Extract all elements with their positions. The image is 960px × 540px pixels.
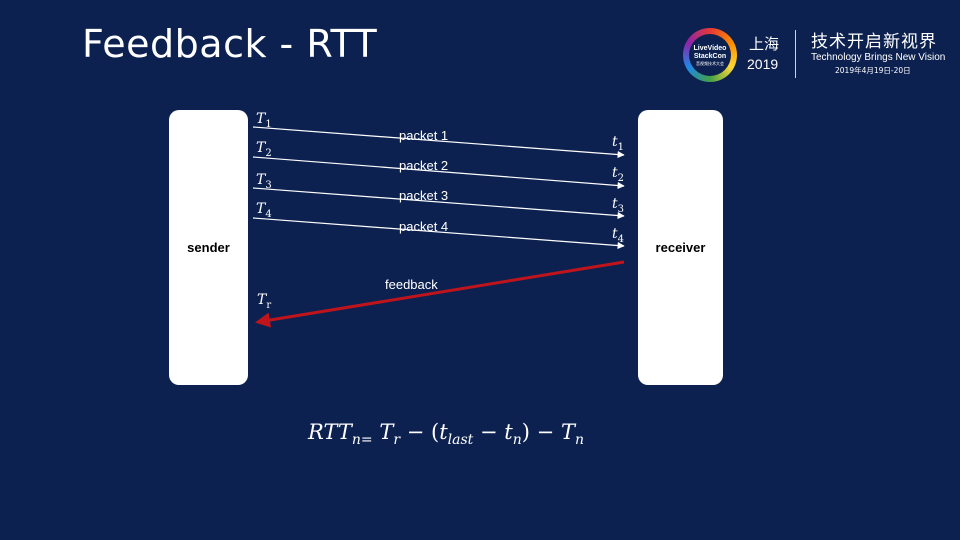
formula-tlast-sub: last bbox=[447, 432, 474, 449]
logo-date: 2019年4月19日-20日 bbox=[835, 66, 911, 75]
packet-3-label: packet 3 bbox=[399, 188, 448, 203]
logo-tagline-en: Technology Brings New Vision bbox=[811, 52, 946, 63]
sender-label: sender bbox=[187, 240, 230, 255]
formula-minus-3: − bbox=[536, 420, 555, 444]
packet-2-send-time: T2 bbox=[256, 140, 272, 159]
formula-tr-sub: r bbox=[393, 432, 401, 449]
feedback-arrow bbox=[255, 260, 625, 328]
logo-divider bbox=[795, 30, 796, 78]
slide-title: Feedback - RTT bbox=[82, 22, 378, 66]
feedback-label: feedback bbox=[385, 277, 438, 292]
packet-3-recv-time: t3 bbox=[612, 196, 624, 215]
packet-4-recv-time: t4 bbox=[612, 226, 624, 245]
logo-tagline-cn: 技术开启新视界 bbox=[811, 32, 937, 52]
packet-4-arrow bbox=[252, 217, 625, 250]
formula-tn: t bbox=[504, 420, 513, 444]
conference-logo: LiveVideo StackCon 音视频技术大会 上海 2019 技术开启新… bbox=[683, 26, 946, 86]
formula-minus-2: − bbox=[480, 420, 498, 444]
logo-ring-line3: 音视频技术大会 bbox=[696, 60, 724, 66]
packet-3-arrow bbox=[252, 187, 625, 220]
feedback-time: Tr bbox=[257, 292, 271, 311]
formula-minus-1: − bbox=[406, 420, 425, 444]
formula-tlast: t bbox=[439, 420, 448, 444]
logo-ring-line2: StackCon bbox=[693, 52, 727, 60]
logo-year: 2019 bbox=[747, 56, 779, 72]
logo-ring-icon: LiveVideo StackCon 音视频技术大会 bbox=[683, 28, 737, 82]
formula-Tn: T bbox=[560, 420, 575, 444]
formula-tn-sub: n bbox=[512, 432, 522, 449]
packet-1-label: packet 1 bbox=[399, 128, 448, 143]
formula-tr: T bbox=[379, 420, 394, 444]
packet-1-arrow bbox=[252, 126, 625, 159]
sender-box: sender bbox=[169, 110, 248, 385]
packet-1-recv-time: t1 bbox=[612, 134, 624, 153]
receiver-label: receiver bbox=[655, 240, 706, 255]
formula-lhs-sub: n= bbox=[351, 432, 373, 449]
packet-3-send-time: T3 bbox=[256, 172, 272, 191]
formula-close-paren: ) bbox=[521, 420, 530, 444]
packet-4-label: packet 4 bbox=[399, 219, 448, 234]
formula-Tn-sub: n bbox=[574, 432, 585, 449]
logo-ring-line1: LiveVideo bbox=[693, 44, 727, 52]
receiver-box: receiver bbox=[638, 110, 723, 385]
formula-lhs: RTT bbox=[308, 420, 352, 444]
formula-open-paren: ( bbox=[431, 420, 440, 444]
packet-4-send-time: T4 bbox=[256, 201, 272, 220]
packet-1-send-time: T1 bbox=[256, 111, 272, 130]
packet-2-label: packet 2 bbox=[399, 158, 448, 173]
packet-2-recv-time: t2 bbox=[612, 165, 624, 184]
rtt-formula: RTTn= Tr − (tlast − tn) − Tn bbox=[308, 420, 584, 448]
packet-2-arrow bbox=[252, 156, 625, 190]
logo-city: 上海 bbox=[749, 35, 780, 53]
